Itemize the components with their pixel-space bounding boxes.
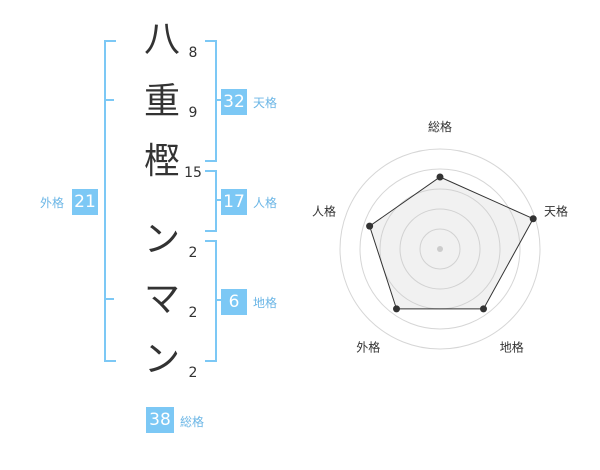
radar-point-4 [393,305,401,313]
stroke-count-2: 9 [188,105,198,121]
chikaku-bracket [205,240,217,362]
radar-center-dot [437,246,443,252]
tenkaku-score-box: 32 [221,89,247,115]
radar-ring-5 [419,228,461,270]
stroke-count-1: 8 [188,45,198,61]
name-char-4: ン [143,219,180,260]
gaikaku-bracket [104,40,116,362]
radar-point-2 [529,215,537,223]
radar-point-1 [436,173,444,181]
jinkaku-label: 人格 [253,196,278,210]
radar-ring-4 [399,208,481,290]
tenkaku-bracket [205,40,217,162]
radar-axis-label-1: 総格 [428,119,452,134]
jinkaku-bracket [205,170,217,232]
gaikaku-score-box: 21 [72,189,98,215]
gaikaku-label: 外格 [40,196,65,210]
chikaku-score-box: 6 [221,289,247,315]
stroke-count-5: 2 [188,305,198,321]
name-char-1: 八 [143,19,180,60]
name-char-3: 樫 [143,141,180,182]
soukaku-label: 総格 [180,415,205,429]
radar-axis-label-5: 人格 [312,203,336,218]
gaikaku-tick-lower [104,298,114,300]
radar-point-5 [366,222,374,230]
radar-point-3 [479,305,487,313]
radar-ring-1 [339,148,541,350]
name-char-5: マ [143,279,180,320]
stroke-count-4: 2 [188,245,198,261]
chikaku-label: 地格 [253,296,278,310]
radar-axis-label-3: 地格 [500,340,524,355]
stroke-count-6: 2 [188,365,198,381]
name-char-2: 重 [143,81,180,122]
tenkaku-tick [215,99,221,101]
radar-polygon [369,176,534,310]
name-char-6: ン [143,339,180,380]
soukaku-score-box: 38 [146,407,174,433]
jinkaku-tick [215,199,221,201]
tenkaku-label: 天格 [253,96,278,110]
jinkaku-score-box: 17 [221,189,247,215]
radar-axis-label-2: 天格 [544,203,568,218]
radar-ring-2 [359,168,521,330]
gaikaku-tick-upper [104,99,114,101]
chikaku-tick [215,299,221,301]
stroke-count-3: 15 [184,165,202,181]
radar-axis-label-4: 外格 [356,340,380,355]
